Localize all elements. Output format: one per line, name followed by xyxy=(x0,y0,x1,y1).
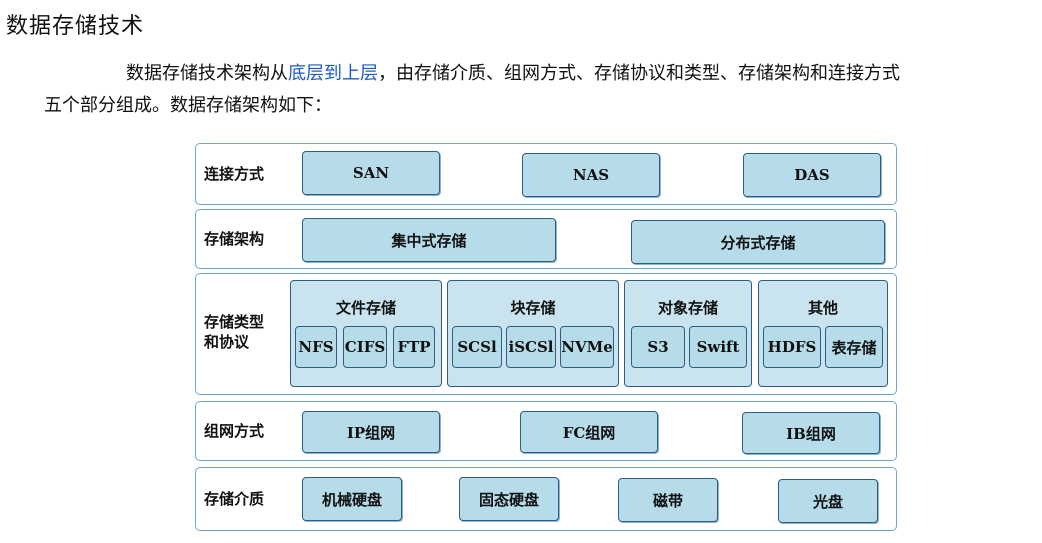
group-title-block-storage: 块存储 xyxy=(510,299,556,317)
group-file-storage: 文件存储 NFS CIFS FTP xyxy=(290,280,442,387)
sub-swift: Swift xyxy=(689,326,747,368)
row-connection: 连接方式 SAN NAS DAS xyxy=(195,143,897,205)
group-title-object-storage: 对象存储 xyxy=(657,299,718,317)
sub-scsi: SCSl xyxy=(452,326,502,368)
group-title-file-storage: 文件存储 xyxy=(335,299,396,317)
row-network: 组网方式 IP组网 FC组网 IB组网 xyxy=(195,401,897,461)
box-optical-disc: 光盘 xyxy=(778,479,878,523)
sub-nvme: NVMe xyxy=(560,326,614,368)
sub-table-storage: 表存储 xyxy=(825,326,883,368)
row-architecture: 存储架构 集中式存储 分布式存储 xyxy=(195,209,897,269)
sub-ftp: FTP xyxy=(393,326,435,368)
paragraph-after: ，由存储介质、组网方式、存储协议和类型、存储架构和连接方式 xyxy=(378,63,900,84)
row-label-connection: 连接方式 xyxy=(204,165,265,183)
box-tape: 磁带 xyxy=(618,478,718,522)
row-media: 存储介质 机械硬盘 固态硬盘 磁带 光盘 xyxy=(195,467,897,531)
paragraph-before: 数据存储技术架构从 xyxy=(126,63,288,84)
sub-s3: S3 xyxy=(631,326,685,368)
box-nas: NAS xyxy=(522,153,660,197)
box-ssd: 固态硬盘 xyxy=(459,477,559,521)
row-label-types-line2: 和协议 xyxy=(204,333,250,351)
row-label-architecture: 存储架构 xyxy=(204,230,265,248)
row-storage-types: 存储类型 和协议 文件存储 NFS CIFS FTP 块存储 SCSl iSCS… xyxy=(195,273,897,395)
group-title-other: 其他 xyxy=(807,299,838,317)
box-san: SAN xyxy=(302,151,440,195)
box-hdd: 机械硬盘 xyxy=(302,477,402,521)
paragraph-line-1: 数据存储技术架构从底层到上层，由存储介质、组网方式、存储协议和类型、存储架构和连… xyxy=(44,58,1024,90)
group-block-storage: 块存储 SCSl iSCSl NVMe xyxy=(447,280,619,387)
row-label-network: 组网方式 xyxy=(204,422,265,440)
row-label-types-line1: 存储类型 xyxy=(204,313,265,331)
box-centralized-storage: 集中式存储 xyxy=(302,218,556,262)
box-fc-network: FC组网 xyxy=(520,411,658,453)
sub-hdfs: HDFS xyxy=(763,326,821,368)
storage-architecture-diagram: 连接方式 SAN NAS DAS 存储架构 集中式存储 分布式存储 存储类型 和… xyxy=(195,143,897,538)
intro-paragraph: 数据存储技术架构从底层到上层，由存储介质、组网方式、存储协议和类型、存储架构和连… xyxy=(44,58,1024,122)
box-ip-network: IP组网 xyxy=(302,411,440,453)
sub-iscsi: iSCSl xyxy=(506,326,556,368)
paragraph-line-2: 五个部分组成。数据存储架构如下： xyxy=(44,95,332,116)
paragraph-highlight: 底层到上层 xyxy=(288,63,378,84)
box-das: DAS xyxy=(743,153,881,197)
box-distributed-storage: 分布式存储 xyxy=(631,220,885,264)
row-label-media: 存储介质 xyxy=(204,490,265,508)
sub-nfs: NFS xyxy=(295,326,337,368)
group-other-storage: 其他 HDFS 表存储 xyxy=(758,280,888,387)
box-ib-network: IB组网 xyxy=(742,412,880,454)
group-object-storage: 对象存储 S3 Swift xyxy=(624,280,752,387)
page-title: 数据存储技术 xyxy=(6,14,145,39)
sub-cifs: CIFS xyxy=(343,326,387,368)
